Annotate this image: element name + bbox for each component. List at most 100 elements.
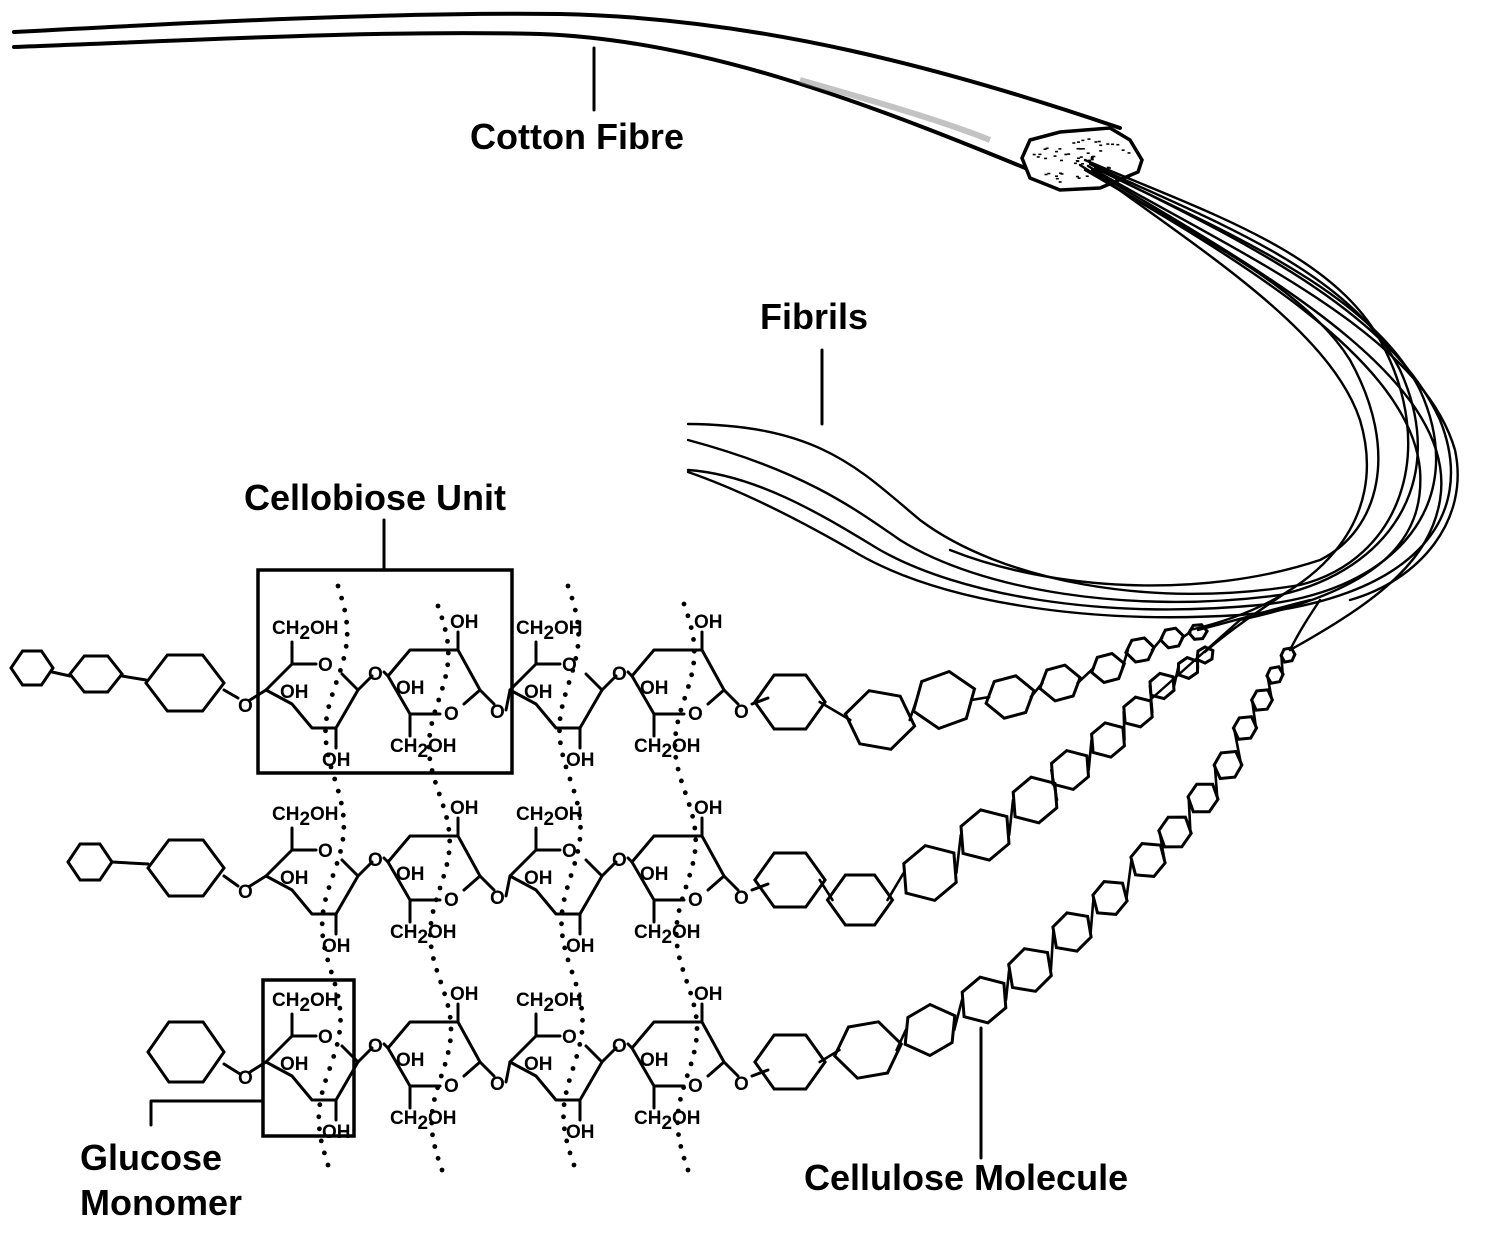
hydroxyl-group: OH [694,612,723,633]
hydrogen-bond-dot [571,788,577,794]
chain-link [1007,798,1015,837]
hydrogen-bond-dot [329,692,335,697]
fibril-strand [1083,168,1422,702]
hydrogen-bond-dot [317,1126,322,1132]
hydrogen-bond-dot [338,668,343,673]
glucose-monomer-label-line2: Monomer [80,1182,242,1223]
glucose-ring-schematic [1122,695,1154,729]
hydrogen-bond-dot [437,885,443,891]
hydrogen-bond-dot [335,993,341,999]
ring-oxygen: O [444,890,459,911]
hydrogen-bond-dot [694,1026,700,1031]
hydrogen-bond-dot [432,1097,437,1102]
hydrogen-bond-dot [326,885,332,890]
chain-link [970,695,991,702]
hydrogen-bond-dot [684,1073,690,1079]
hydrogen-bond-dot [681,1155,687,1161]
hydrogen-bond-dot [435,1085,440,1091]
fibre-lower-edge [12,31,1032,172]
hydrogen-bond-dot [325,957,331,963]
hydrogen-bond-dot [568,873,574,878]
hydrogen-bond-dot [427,732,433,738]
hydrogen-bond-dot [440,803,446,809]
glycosidic-oxygen: O [490,702,505,723]
hydrogen-bond-dot [672,743,678,748]
hydrogen-bond-dot [342,607,348,613]
glucose-ring-schematic [1158,626,1186,650]
hydrogen-bond-dot [436,697,442,703]
glucose-ring-schematic [1265,665,1285,685]
hydrogen-bond-dot [691,637,696,642]
ring-bond [706,688,726,706]
hydrogen-bond-dot [337,1005,343,1011]
hydrogen-bond-dot [679,778,684,784]
hydrogen-bond-dot [445,662,451,668]
hydrogen-bond-dot [442,1061,448,1067]
ring-oxygen: O [444,1076,459,1097]
hydrogen-bond-dot [680,967,686,972]
glycosidic-bond [504,874,512,898]
hydrogen-bond-dot [317,1102,323,1108]
hydrogen-bond-dot [682,695,688,701]
glycosidic-bond [356,1046,374,1064]
glycosidic-oxygen: O [368,850,383,871]
hydrogen-bond-dot [691,1002,697,1008]
hydrogen-bond-dot [678,1096,683,1102]
chain-link [1004,968,1011,1002]
hydrogen-bond-dot [322,945,328,951]
hydrogen-bond-dot [563,1090,569,1095]
hydrogen-bond-dot [432,1144,438,1149]
hydrogen-bond-dot [577,1042,583,1047]
hydrogen-bond-dot [571,1162,577,1168]
fibril-strand [686,168,1453,619]
glycosidic-bond [722,1060,740,1078]
glucose-rows: OOCH2OHOHOHOOOHOHCH2OHOOCH2OHOHOHOOOHOHC… [238,612,770,1143]
hydroxyl-group: OH [524,1054,553,1075]
hydrogen-bond-dot [690,813,695,819]
hydrogen-bond-dot [434,967,440,973]
cotton-fibre [12,11,1144,192]
ring-bond [706,874,726,892]
hydrogen-bond-dot [332,981,338,987]
glucose-ring-schematic [1279,646,1297,664]
hydrogen-bond-dot [678,1144,684,1149]
hydrogen-bond-dot [692,849,698,854]
hydrogen-bond-dot [559,704,565,709]
hydrogen-bond-dot [570,668,576,673]
hydrogen-bond-dot [446,826,452,832]
glucose-ring-schematic [1157,815,1193,849]
hydrogen-bond-dot [316,1114,322,1120]
chain-link [222,874,240,888]
fibrils-label: Fibrils [760,296,869,337]
hydrogen-bond-dot [427,932,433,938]
glucose-ring-schematic [146,1020,226,1084]
hydrogen-bond-dot [683,884,689,890]
hydrogen-bond-dot [429,721,435,726]
glucose-ring-schematic [825,873,895,927]
hydrogen-bond-dot [435,1155,441,1161]
glucose-ring-schematic [911,669,977,731]
glucose-ring-schematic [1176,655,1200,681]
chain-link [895,1028,908,1052]
glycosidic-bond [600,674,618,692]
hydrogen-bond-dot [446,850,452,856]
hydrogen-bond-dot [677,955,682,961]
hydroxymethyl-group: CH2OH [516,804,583,830]
ring-oxygen: O [318,841,333,862]
hydrogen-bond-dot [433,897,439,903]
hydrogen-bond-dot [323,740,329,746]
hydrogen-bond-dot [678,707,684,713]
hydrogen-bond-dot [562,1126,567,1132]
ring-bond [462,1060,482,1078]
hydrogen-bond-dot [333,680,339,685]
hydrogen-bond-dot [674,943,680,949]
hydroxyl-group: OH [280,868,309,889]
hydrogen-bond-dot [323,1078,328,1083]
hydrogen-bond-dot [428,920,434,926]
